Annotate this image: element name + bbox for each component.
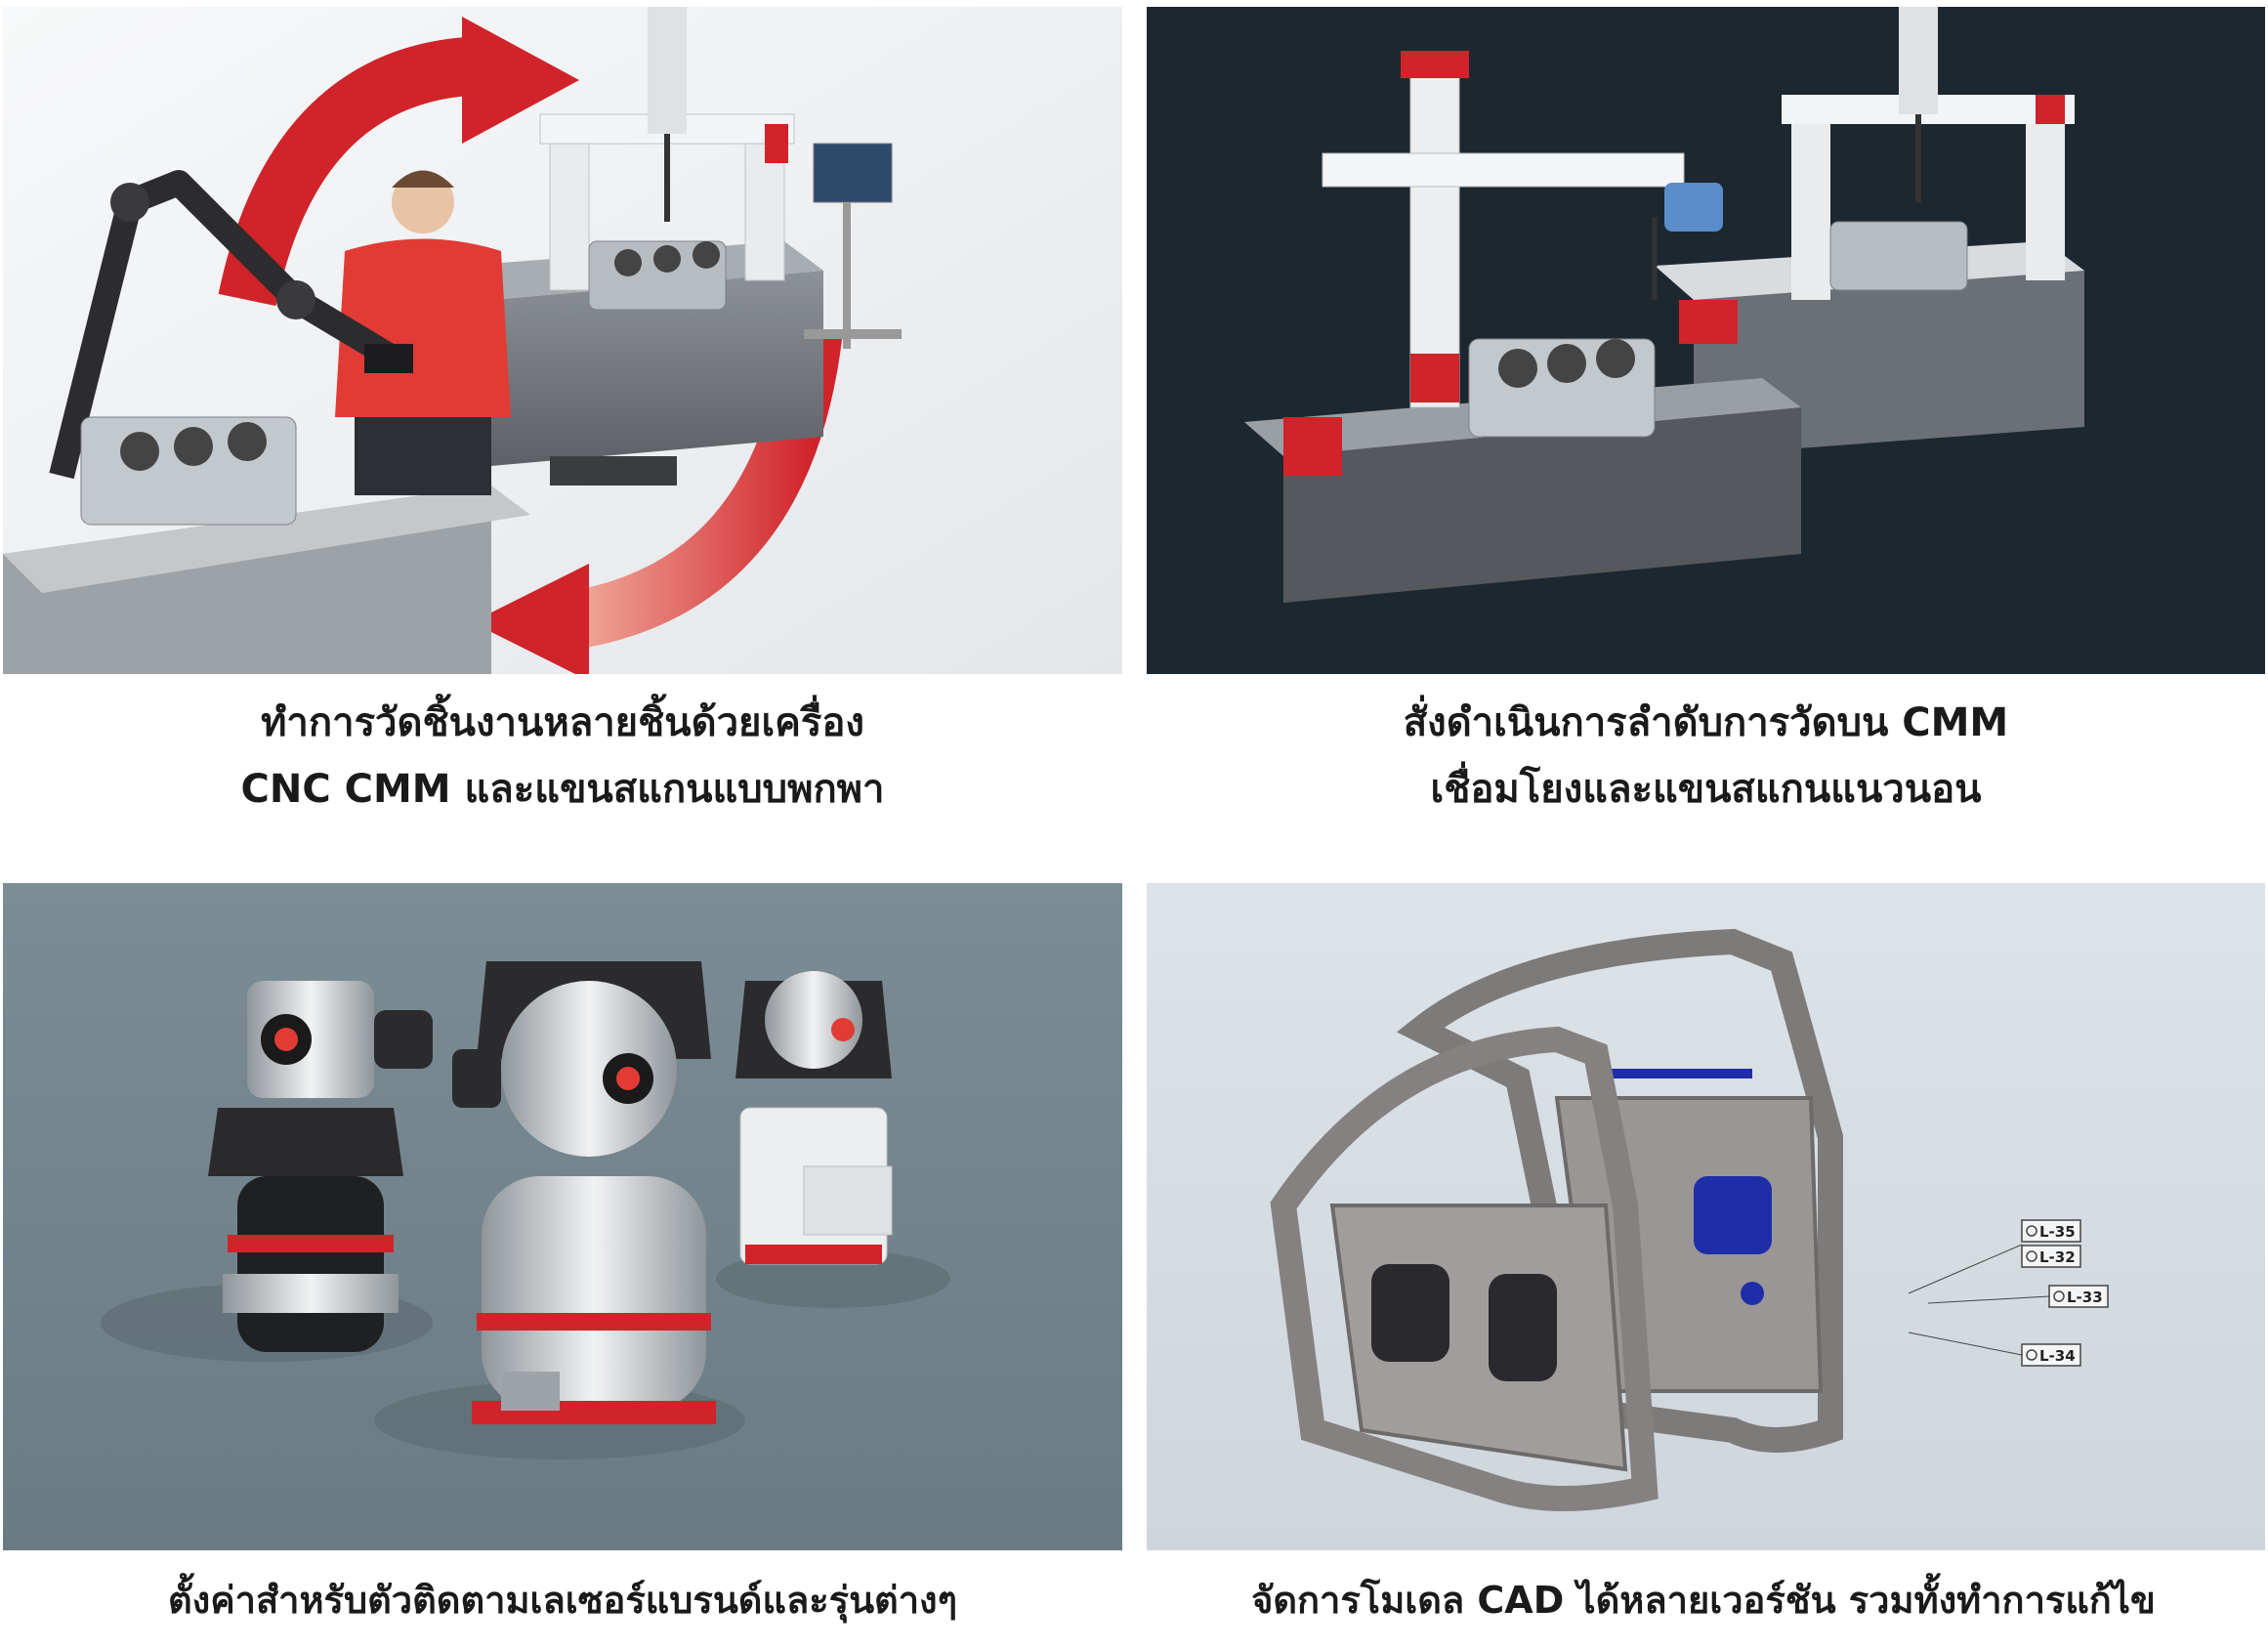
caption-line: เชื่อมโยงและแขนสแกนแนวนอน [1430, 767, 1982, 812]
image-horizontal-arm-and-cmm [1147, 7, 2265, 674]
label-l35: L-35 [2039, 1223, 2076, 1241]
image-laser-trackers [3, 883, 1122, 1550]
label-l33: L-33 [2067, 1289, 2103, 1306]
illustration-laser-trackers [3, 883, 1122, 1550]
caption-line: ตั้งค่าสำหรับตัวติดตามเลเซอร์แบรนด์และรุ… [167, 1579, 958, 1622]
image-portable-arm-and-cmm [3, 7, 1122, 674]
label-l34: L-34 [2039, 1347, 2076, 1365]
image-cad-car-doors: L-35 L-32 L-33 L-34 [1147, 883, 2265, 1550]
caption-line: CNC CMM และแขนสแกนแบบพกพา [240, 767, 885, 812]
caption-line: ทำการวัดชิ้นงานหลายชิ้นด้วยเครื่อง [261, 700, 864, 745]
caption-arm-cmm: ทำการวัดชิ้นงานหลายชิ้นด้วยเครื่อง CNC C… [3, 690, 1122, 823]
caption-horizontal-arm: สั่งดำเนินการลำดับการวัดบน CMM เชื่อมโยง… [1147, 690, 2265, 823]
illustration-horizontal-arm-cmm [1147, 7, 2265, 674]
caption-cad-models: จัดการโมเดล CAD ได้หลายเวอร์ชัน รวมทั้งท… [1139, 1567, 2268, 1633]
caption-laser-trackers: ตั้งค่าสำหรับตัวติดตามเลเซอร์แบรนด์และรุ… [0, 1567, 1125, 1633]
illustration-cad-doors: L-35 L-32 L-33 L-34 [1147, 883, 2265, 1550]
cad-label-group: L-35 L-32 L-33 L-34 [1908, 1219, 2109, 1367]
caption-line: จัดการโมเดล CAD ได้หลายเวอร์ชัน รวมทั้งท… [1251, 1579, 2156, 1622]
caption-line: สั่งดำเนินการลำดับการวัดบน CMM [1403, 700, 2009, 745]
label-l32: L-32 [2039, 1248, 2076, 1266]
illustration-arm-cmm [3, 7, 1122, 674]
